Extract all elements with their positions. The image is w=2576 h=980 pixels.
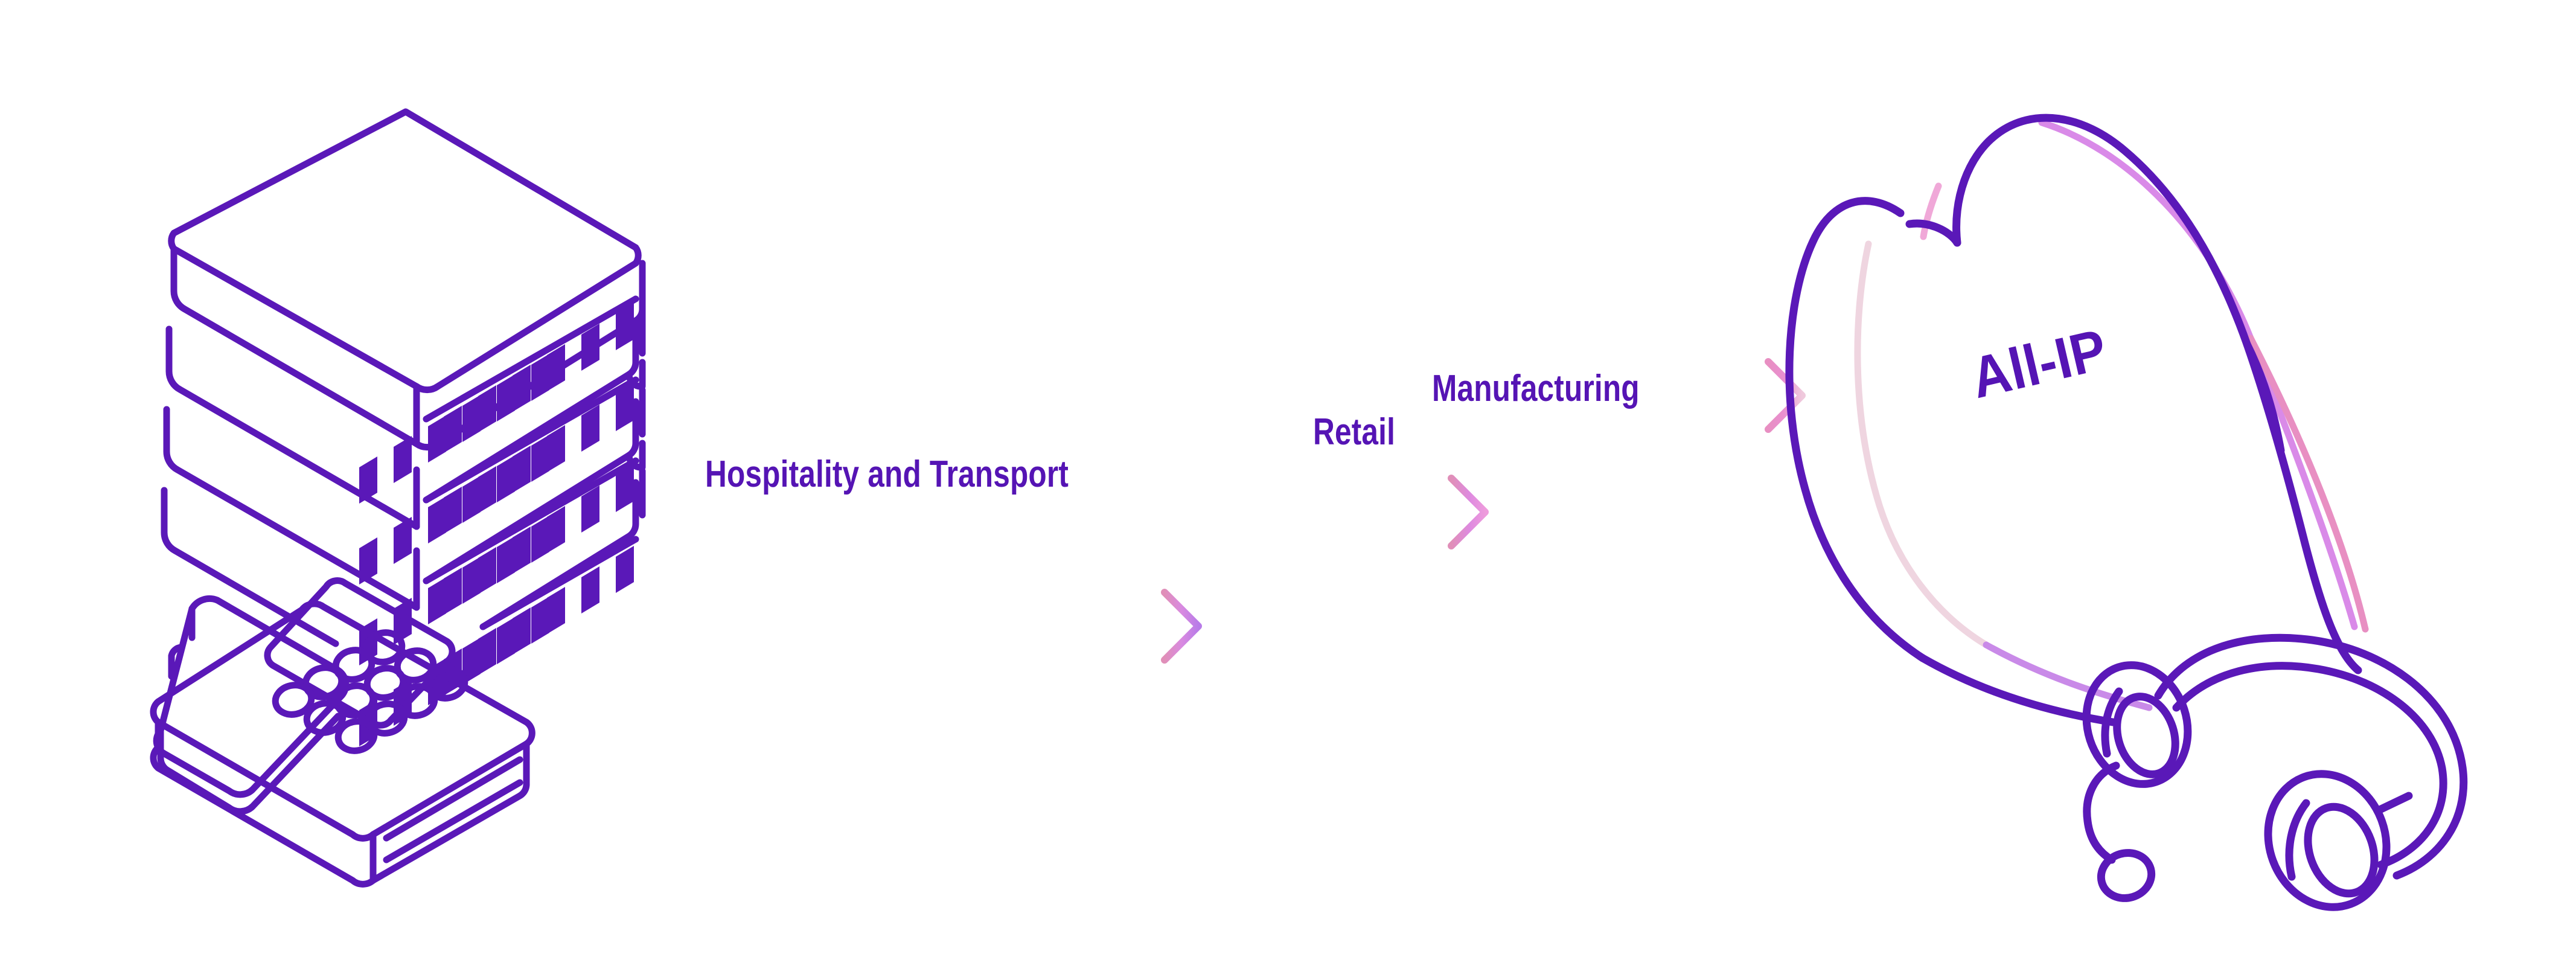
server-vent-slot [531, 435, 549, 482]
cloud-accent-right [2247, 335, 2369, 633]
server-vent-slot [513, 527, 531, 574]
cloud-outline-left [1785, 197, 1927, 662]
flow-arrow-hospitality-and-transport[interactable] [564, 589, 1202, 664]
server-vent-slot [462, 476, 481, 523]
server-vent-slot [581, 324, 599, 371]
server-vent-slot [547, 425, 565, 472]
server-vent-slot [478, 628, 496, 675]
flow-arrow-manufacturing[interactable] [656, 358, 1806, 433]
cloud-outline-top [1952, 114, 2362, 674]
phone-keypad [272, 629, 468, 754]
server-vent-slot [547, 344, 565, 391]
server-vent-slot [428, 415, 446, 463]
cloud-accent-left [1854, 240, 1990, 649]
server-vent-slot [359, 537, 377, 584]
server-vent-slot [497, 374, 515, 421]
flow-label-manufacturing: Manufacturing [1432, 368, 1640, 409]
arrow-head [1161, 589, 1202, 664]
server-vent-slot [513, 607, 531, 655]
server-vent-slot [428, 496, 446, 543]
server-vent-slot [497, 455, 515, 502]
server-vent-slot [394, 436, 412, 483]
server-vent-slot [616, 384, 634, 431]
arrow-head [1765, 358, 1806, 433]
server-vent-slot [478, 547, 496, 594]
flow-label-retail: Retail [1313, 411, 1396, 453]
server-vent-slot [478, 466, 496, 513]
server-vent-slot [581, 405, 599, 452]
server-vent-slot [531, 597, 549, 644]
server-vent-slot [428, 577, 446, 624]
arrow-head [1448, 475, 1489, 549]
server-vent-slot [444, 568, 462, 615]
server-vent-slot [394, 517, 412, 564]
server-vent-slot [444, 406, 462, 453]
server-vent-slot [547, 587, 565, 634]
server-vents [359, 303, 634, 746]
server-vent-slot [547, 506, 565, 553]
server-vent-slot [462, 395, 481, 442]
server-vent-slot [513, 365, 531, 412]
cloud-outline-inner-seam [2243, 340, 2285, 455]
flow-arrow-retail[interactable] [656, 475, 1489, 549]
server-vent-slot [478, 385, 496, 432]
arrows-group [564, 358, 1806, 664]
phone-key[interactable] [272, 682, 315, 718]
server-vent-slot [531, 516, 549, 563]
server-vent-slot [513, 446, 531, 493]
server-vent-slot [359, 456, 377, 504]
server-vent-slot [444, 487, 462, 534]
server-vent-slot [581, 485, 599, 533]
server-vent-slot [462, 557, 481, 604]
server-vent-slot [616, 546, 634, 593]
phone-key[interactable] [334, 718, 378, 754]
server-vent-slot [616, 303, 634, 350]
flow-label-hospitality-and-transport: Hospitality and Transport [705, 453, 1069, 495]
server-vent-slot [462, 638, 481, 685]
server-vent-slot [497, 536, 515, 583]
server-vent-slot [497, 617, 515, 664]
server-vent-slot [531, 354, 549, 401]
phone-key[interactable] [303, 700, 347, 736]
server-vent-slot [616, 465, 634, 512]
cloud-accent-notch [1920, 182, 1942, 240]
server-vent-slot [581, 566, 599, 613]
